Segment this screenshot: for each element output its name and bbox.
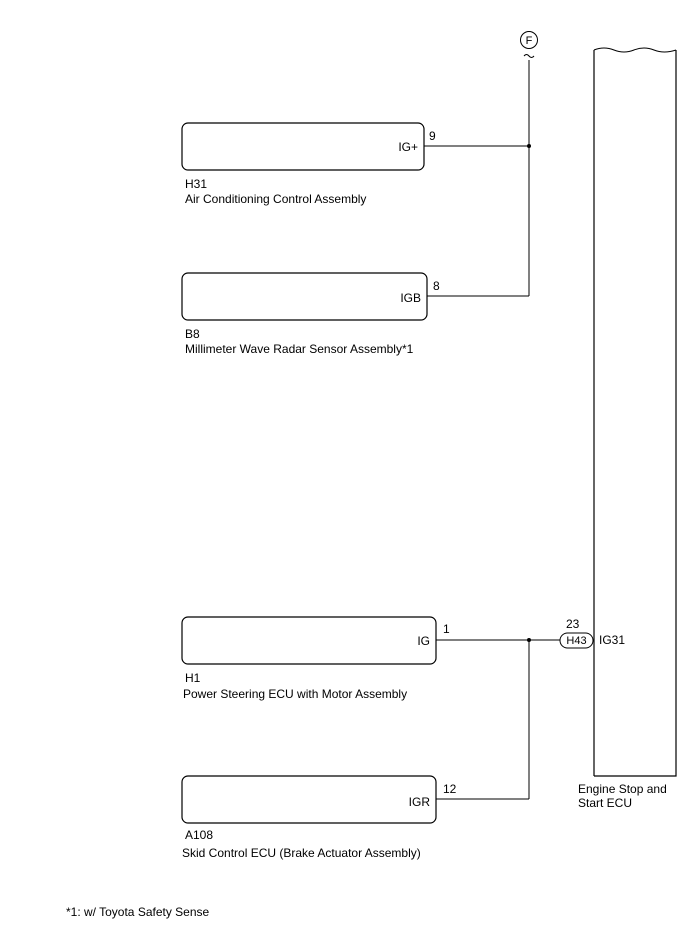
component-id-a108: A108: [185, 828, 213, 842]
connector-f-label: F: [526, 35, 533, 47]
wire-break-mark: [523, 54, 535, 58]
connector-h43-label: H43: [566, 635, 586, 647]
terminal-a108: IGR: [409, 795, 431, 809]
component-name-h1: Power Steering ECU with Motor Assembly: [183, 687, 407, 701]
terminal-ig31: IG31: [599, 633, 625, 647]
pin-ig31: 23: [566, 617, 580, 631]
component-id-h1: H1: [185, 671, 201, 685]
pin-a108: 12: [443, 782, 457, 796]
component-name-b8: Millimeter Wave Radar Sensor Assembly*1: [185, 342, 414, 356]
connector-h43-pill: [559, 632, 594, 649]
connector-f-symbol: F: [520, 31, 538, 58]
pin-b8: 8: [433, 279, 440, 293]
terminal-h31: IG+: [398, 140, 418, 154]
ecu-name-line2: Start ECU: [578, 796, 632, 810]
component-id-h31: H31: [185, 177, 207, 191]
component-box-a108: [181, 775, 437, 824]
component-box-h1: [181, 616, 437, 665]
terminal-b8: IGB: [400, 291, 421, 305]
pin-h1: 1: [443, 622, 450, 636]
component-box-h31: [181, 122, 425, 171]
engine-stop-start-ecu: [593, 47, 677, 777]
footnote: *1: w/ Toyota Safety Sense: [66, 905, 210, 919]
component-box-b8: [181, 272, 428, 321]
component-name-h31: Air Conditioning Control Assembly: [185, 192, 366, 206]
component-id-b8: B8: [185, 327, 200, 341]
component-name-a108: Skid Control ECU (Brake Actuator Assembl…: [182, 846, 421, 860]
terminal-h1: IG: [417, 634, 430, 648]
ecu-name-line1: Engine Stop and: [578, 782, 667, 796]
pin-h31: 9: [429, 129, 436, 143]
